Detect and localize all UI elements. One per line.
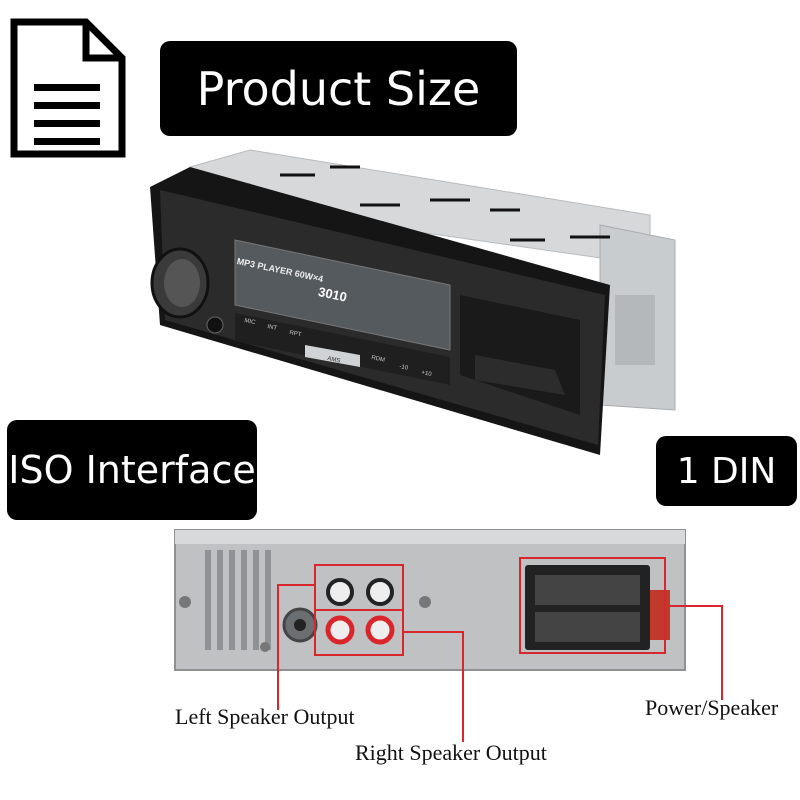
page-title: Product Size xyxy=(160,41,517,136)
iso-interface-badge: ISO Interface xyxy=(7,420,257,520)
right-speaker-output-label: Right Speaker Output xyxy=(355,740,547,765)
document-icon xyxy=(10,18,126,158)
power-speaker-label: Power/Speaker xyxy=(645,695,779,720)
din-badge: 1 DIN xyxy=(656,436,797,506)
radio-front-view xyxy=(150,149,676,455)
left-speaker-output-label: Left Speaker Output xyxy=(175,704,355,729)
radio-rear-view xyxy=(174,529,686,671)
